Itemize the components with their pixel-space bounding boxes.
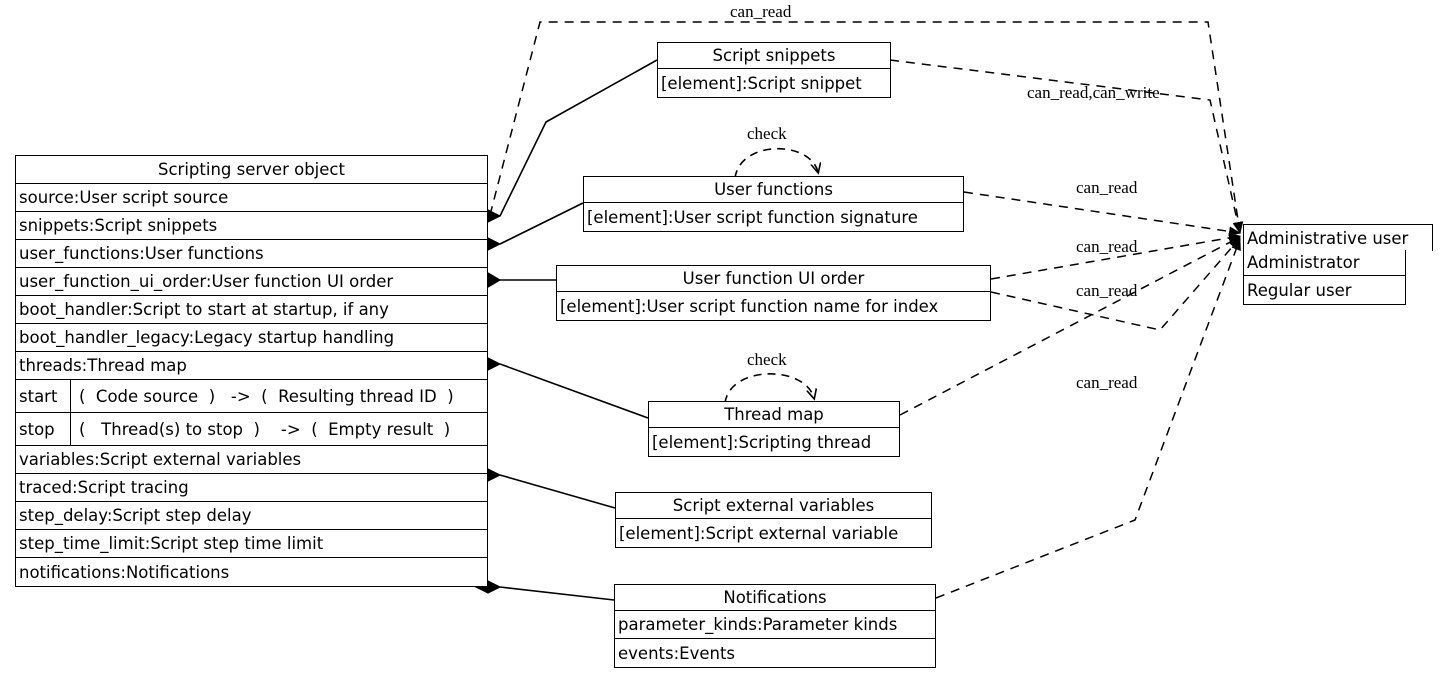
- attr-notifications[interactable]: notifications:Notifications: [19, 562, 230, 582]
- class-script-snippets[interactable]: Script snippets [element]:Script snippet: [657, 42, 891, 98]
- edge-label-can-read-top: can_read: [730, 2, 792, 21]
- dep-scripting-server-can-read: [489, 21, 1244, 234]
- attr-element[interactable]: [element]:Script external variable: [619, 523, 899, 543]
- class-title: Script snippets: [658, 43, 890, 69]
- attr-step-delay[interactable]: step_delay:Script step delay: [16, 502, 487, 530]
- class-title: Thread map: [649, 402, 899, 428]
- dep-user-functions-can-read: [963, 191, 1241, 237]
- class-administrative-user-body[interactable]: Administrator Regular user: [1243, 250, 1406, 305]
- enum-administrator[interactable]: Administrator: [1244, 250, 1405, 276]
- class-title: Administrative user: [1247, 228, 1409, 248]
- edge-label-can-read-thread-map: can_read: [1076, 373, 1138, 392]
- attr-element[interactable]: [element]:Scripting thread: [652, 432, 872, 452]
- class-scripting-server-object[interactable]: Scripting server object source:User scri…: [15, 155, 488, 587]
- attr-element[interactable]: [element]:User script function name for …: [560, 296, 939, 316]
- class-script-external-variables[interactable]: Script external variables [element]:Scri…: [615, 492, 932, 548]
- class-user-function-ui-order[interactable]: User function UI order [element]:User sc…: [556, 265, 991, 321]
- attr-user-functions[interactable]: user_functions:User functions: [16, 240, 487, 268]
- attr-element[interactable]: [element]:Script snippet: [661, 73, 862, 93]
- method-stop-signature: ( Thread(s) to stop ) -> ( Empty result …: [79, 419, 451, 439]
- composition-ui-order: [474, 272, 556, 288]
- edge-label-check-user-functions: check: [747, 124, 787, 143]
- method-start[interactable]: start ( Code source ) -> ( Resulting thr…: [16, 380, 487, 413]
- method-start-signature: ( Code source ) -> ( Resulting thread ID…: [79, 386, 454, 406]
- attr-parameter-kinds[interactable]: parameter_kinds:Parameter kinds: [615, 611, 935, 639]
- composition-notifications: [474, 580, 615, 601]
- edge-label-can-read-user-functions: can_read: [1076, 178, 1138, 197]
- dep-notifications-can-read: [935, 238, 1241, 599]
- dep-thread-map-can-read: [899, 236, 1241, 416]
- class-user-functions[interactable]: User functions [element]:User script fun…: [583, 176, 964, 232]
- attr-traced[interactable]: traced:Script tracing: [16, 474, 487, 502]
- class-title: Notifications: [615, 585, 935, 611]
- edge-label-can-read-can-write: can_read,can_write: [1027, 83, 1160, 102]
- attr-step-time-limit[interactable]: step_time_limit:Script step time limit: [16, 530, 487, 558]
- class-title: Scripting server object: [16, 156, 487, 184]
- dep-snippets-can-read-can-write: [889, 59, 1243, 234]
- composition-threads: [474, 357, 649, 419]
- attr-variables[interactable]: variables:Script external variables: [16, 446, 487, 474]
- composition-variables: [474, 468, 616, 509]
- dep-ui-order-can-read: [990, 232, 1241, 280]
- class-thread-map[interactable]: Thread map [element]:Scripting thread: [648, 401, 900, 457]
- attr-source[interactable]: source:User script source: [16, 184, 487, 212]
- attr-snippets[interactable]: snippets:Script snippets: [16, 212, 487, 240]
- class-title: User functions: [584, 177, 963, 203]
- class-title: User function UI order: [557, 266, 990, 292]
- attr-boot-handler[interactable]: boot_handler:Script to start at startup,…: [16, 296, 487, 324]
- edge-label-check-thread-map: check: [747, 350, 787, 369]
- attr-boot-handler-legacy[interactable]: boot_handler_legacy:Legacy startup handl…: [16, 324, 487, 352]
- class-notifications[interactable]: Notifications parameter_kinds:Parameter …: [614, 584, 936, 668]
- class-title: Script external variables: [616, 493, 931, 519]
- method-stop-name: stop: [16, 413, 71, 445]
- selfloop-check-thread-map: [724, 373, 814, 404]
- attr-events[interactable]: events:Events: [618, 643, 736, 663]
- edge-label-can-read-ui-order-1: can_read: [1076, 237, 1138, 256]
- enum-regular-user[interactable]: Regular user: [1247, 280, 1352, 300]
- method-start-name: start: [16, 380, 71, 412]
- method-stop[interactable]: stop ( Thread(s) to stop ) -> ( Empty re…: [16, 413, 487, 446]
- attr-user-function-ui-order[interactable]: user_function_ui_order:User function UI …: [16, 268, 487, 296]
- edge-label-can-read-ui-order-2: can_read: [1076, 281, 1138, 300]
- selfloop-check-user-functions: [734, 147, 818, 179]
- class-administrative-user[interactable]: Administrative user: [1243, 224, 1433, 251]
- attr-element[interactable]: [element]:User script function signature: [587, 207, 918, 227]
- attr-threads[interactable]: threads:Thread map: [16, 352, 487, 380]
